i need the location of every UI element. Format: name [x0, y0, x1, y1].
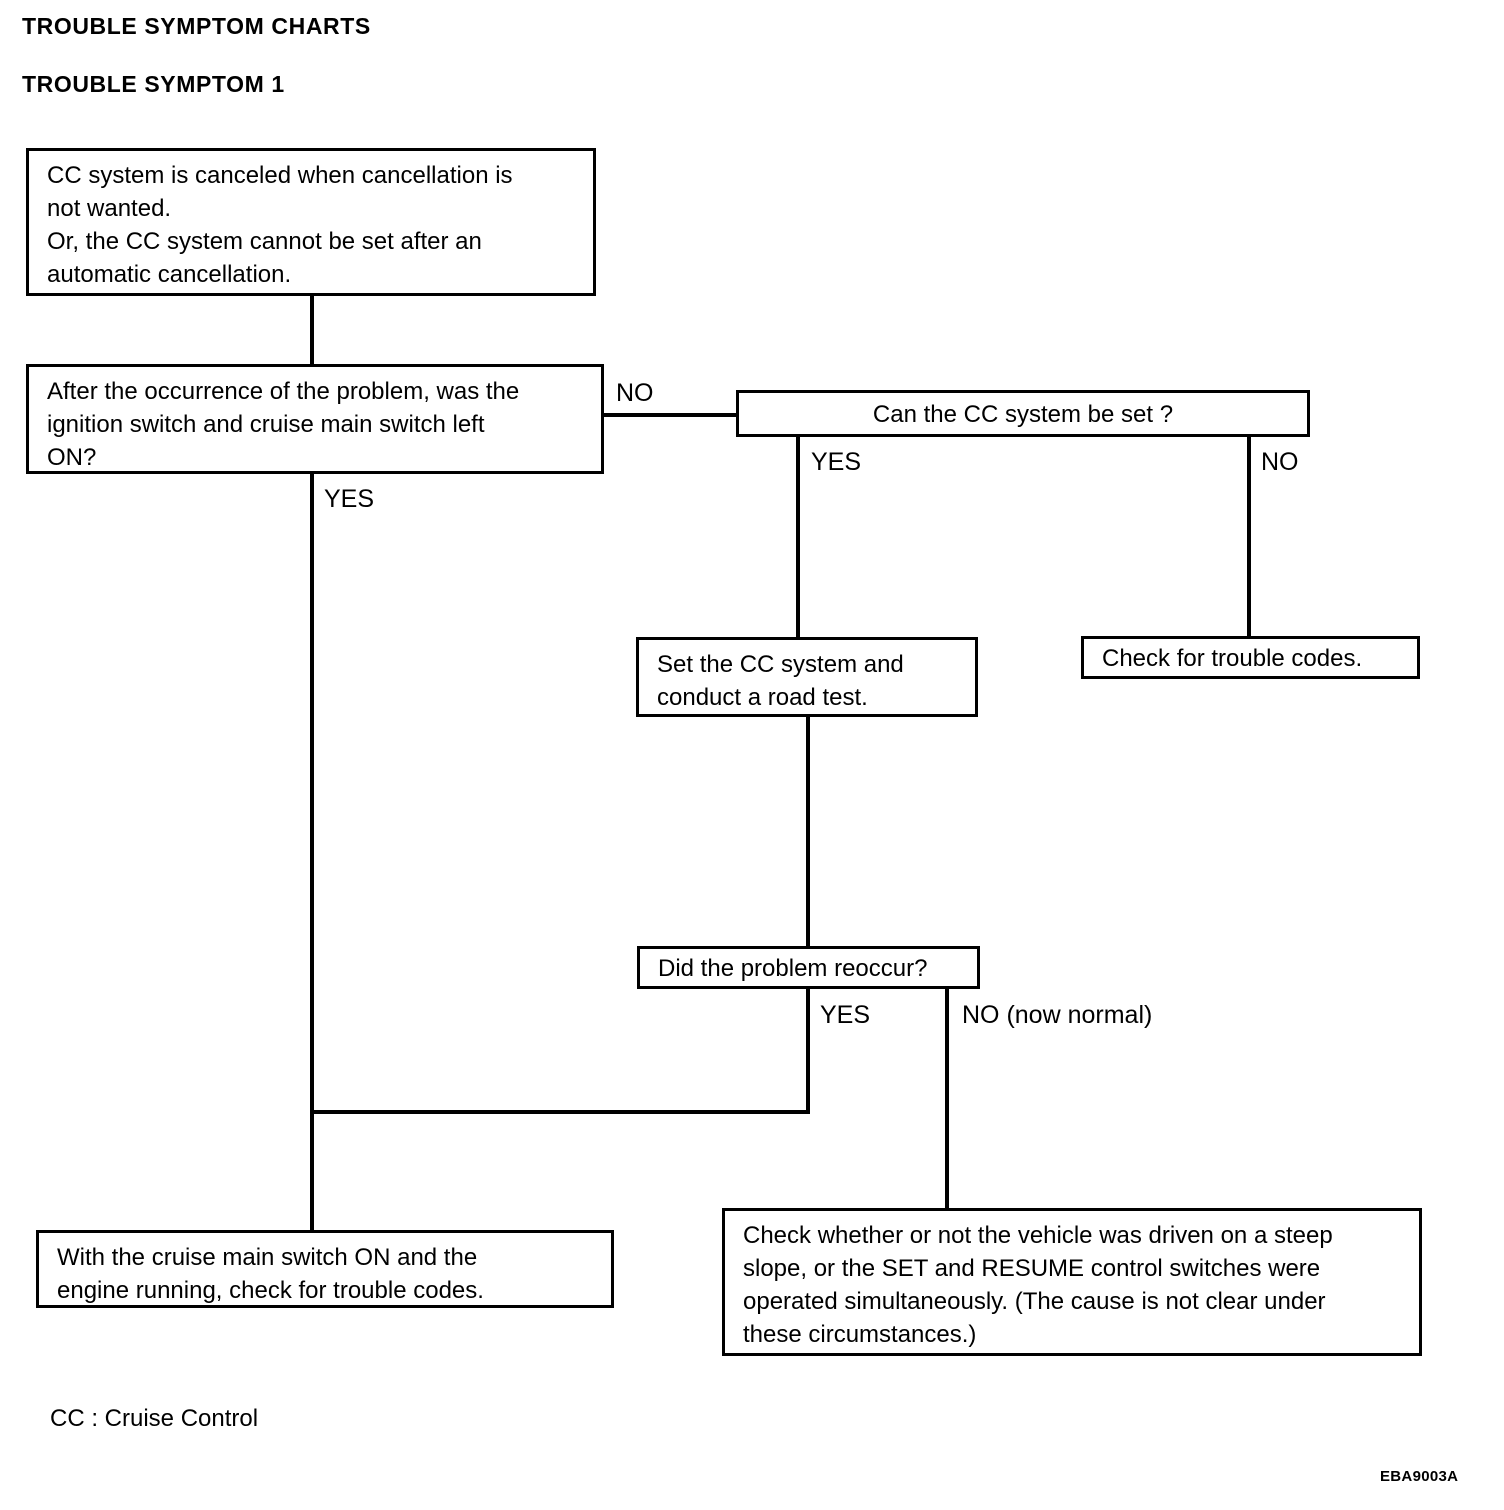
node-can-set-text: Can the CC system be set ? — [872, 401, 1174, 428]
node-action-check-steep-slope: Check whether or not the vehicle was dri… — [722, 1208, 1422, 1356]
connector-reoccur-yes-left — [310, 1110, 810, 1114]
node-steep-slope-text: Check whether or not the vehicle was dri… — [743, 1222, 1333, 1348]
section-title: TROUBLE SYMPTOM 1 — [22, 71, 285, 97]
branch-label-reoccur-no: NO (now normal) — [962, 1001, 1153, 1029]
node-question-ignition-switch: After the occurrence of the problem, was… — [26, 364, 604, 474]
legend-cruise-control: CC : Cruise Control — [50, 1405, 259, 1432]
node-road-test-text: Set the CC system and conduct a road tes… — [657, 651, 904, 711]
node-question-did-problem-reoccur: Did the problem reoccur? — [637, 946, 980, 989]
branch-label-can-set-no: NO — [1261, 448, 1299, 476]
node-action-check-trouble-codes: Check for trouble codes. — [1081, 636, 1420, 679]
branch-label-ignition-no: NO — [616, 379, 654, 407]
node-question-can-cc-system-be-set: Can the CC system be set ? — [736, 390, 1310, 437]
connector-reoccur-no-down — [945, 984, 949, 1210]
branch-label-can-set-yes: YES — [811, 448, 862, 476]
node-symptom-description: CC system is canceled when cancellation … — [26, 148, 596, 296]
node-main-switch-codes-text: With the cruise main switch ON and the e… — [57, 1244, 484, 1304]
node-symptom-text: CC system is canceled when cancellation … — [47, 162, 513, 288]
node-reoccur-text: Did the problem reoccur? — [658, 955, 928, 982]
connector-road-test-to-reoccur — [806, 715, 810, 948]
branch-label-reoccur-yes: YES — [820, 1001, 871, 1029]
node-ignition-text: After the occurrence of the problem, was… — [47, 378, 520, 471]
node-check-codes-text: Check for trouble codes. — [1102, 645, 1363, 672]
page-title: TROUBLE SYMPTOM CHARTS — [22, 13, 371, 39]
node-action-main-switch-check-codes: With the cruise main switch ON and the e… — [36, 1230, 614, 1308]
connector-reoccur-yes-down — [806, 984, 810, 1114]
document-reference-code: EBA9003A — [1380, 1468, 1459, 1485]
connector-symptom-to-ignition — [310, 294, 314, 366]
branch-label-ignition-yes: YES — [324, 485, 375, 513]
connector-ignition-yes-down — [310, 472, 314, 1232]
connector-can-set-yes-down — [796, 435, 800, 639]
connector-ignition-no-to-can-set — [602, 413, 738, 417]
connector-can-set-no-down — [1247, 435, 1251, 637]
node-action-set-cc-and-road-test: Set the CC system and conduct a road tes… — [636, 637, 978, 717]
